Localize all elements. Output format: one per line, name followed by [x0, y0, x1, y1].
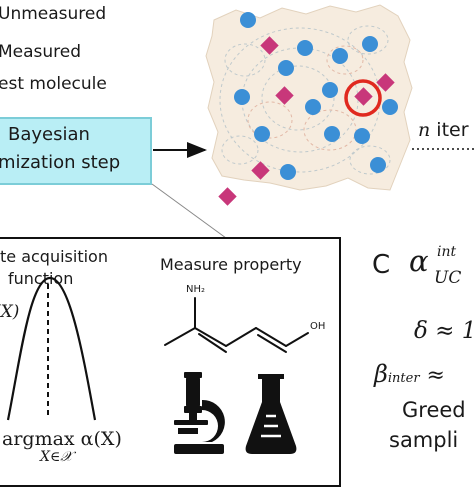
best-molecule-points	[218, 36, 395, 206]
optimization-step-box	[0, 117, 152, 185]
measured-points	[234, 12, 398, 180]
legend-unmeasured: Unmeasured	[0, 4, 107, 24]
best-molecule-diamond	[376, 73, 395, 92]
panel-c-beta-row: βinter ≈	[374, 360, 445, 388]
microscope-icon	[174, 372, 225, 454]
measured-point	[240, 12, 256, 28]
panel-c-alpha-subscript: UC	[434, 268, 462, 288]
best-molecule-diamond	[260, 36, 279, 55]
measured-point	[254, 126, 270, 142]
panel-c-alpha-superscript: int	[437, 244, 457, 260]
iteration-label: n iter	[418, 119, 469, 141]
panel-c-letter: C	[372, 250, 391, 280]
measured-point	[362, 36, 378, 52]
measured-point	[354, 128, 370, 144]
acquisition-function-plot	[6, 276, 97, 421]
best-molecule-diamond	[354, 87, 373, 106]
measured-point	[278, 60, 294, 76]
acquisition-curve	[6, 276, 97, 421]
iteration-text: iter	[436, 119, 469, 141]
oh-label: OH	[310, 321, 326, 332]
best-molecule-diamond	[218, 187, 237, 206]
best-molecule-highlight	[344, 79, 382, 117]
acquisition-title-line1: te acquisition	[0, 247, 108, 266]
measured-point	[305, 99, 321, 115]
legend-measured: Measured	[0, 42, 82, 62]
best-molecule-diamond	[275, 86, 294, 105]
measure-property-title: Measure property	[160, 255, 302, 274]
panel-c-beta-subscript: inter	[387, 371, 420, 386]
panel-c-alpha: α	[409, 244, 429, 278]
measured-point	[370, 157, 386, 173]
best-molecule-diamond	[251, 161, 270, 180]
connector-line	[151, 183, 227, 239]
measured-point	[324, 126, 340, 142]
optimization-step-line1: Bayesian	[8, 124, 90, 145]
legend-best-molecule: est molecule	[0, 74, 107, 94]
measured-point	[322, 82, 338, 98]
measured-point	[234, 89, 250, 105]
optimization-step-line2: mization step	[0, 152, 121, 173]
acquisition-title-line2: function	[8, 269, 74, 288]
measured-point	[280, 164, 296, 180]
nh2-label: NH₂	[186, 284, 206, 295]
flask-icon	[245, 374, 297, 454]
acquisition-alpha-fragment: (X)	[0, 302, 20, 322]
panel-c-beta-approx: ≈	[419, 363, 445, 388]
diagram-graphics	[151, 4, 474, 239]
iteration-n: n	[418, 119, 431, 141]
measured-point	[382, 99, 398, 115]
panel-c-greedy-line2: sampli	[389, 428, 459, 452]
measured-point	[297, 40, 313, 56]
argmax-domain: X∈𝒳	[40, 449, 73, 465]
panel-c-greedy-line1: Greed	[402, 398, 466, 422]
argmax-formula: argmax α(X)	[2, 428, 122, 450]
panel-c-beta: β	[374, 360, 388, 388]
measured-point	[332, 48, 348, 64]
panel-c-delta: δ ≈ 1	[414, 318, 474, 344]
molecule-structure	[164, 297, 309, 353]
